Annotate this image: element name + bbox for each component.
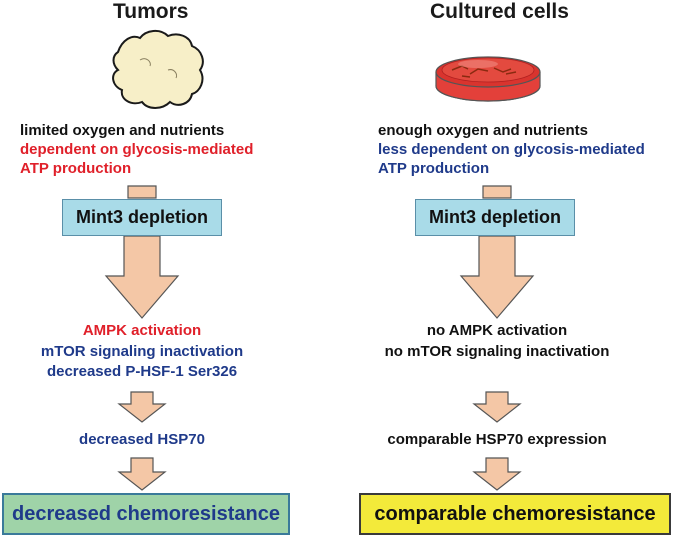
left-effect-line1: AMPK activation	[82, 322, 202, 339]
left-result-box: decreased chemoresistance	[2, 493, 290, 535]
right-condition-line1: enough oxygen and nutrients	[378, 122, 589, 139]
right-title: Cultured cells	[430, 0, 569, 23]
arrow-right-3	[472, 391, 522, 423]
left-mint3-depletion-box: Mint3 depletion	[62, 199, 222, 236]
right-hsp70: comparable HSP70 expression	[387, 431, 607, 448]
left-hsp70: decreased HSP70	[79, 431, 205, 448]
arrow-left-1	[127, 185, 157, 199]
left-title: Tumors	[113, 0, 189, 23]
left-condition-line2: dependent on glycosis-mediated	[20, 141, 254, 158]
left-effect-line2: mTOR signaling inactivation	[40, 343, 244, 360]
right-result-box: comparable chemoresistance	[359, 493, 671, 535]
arrow-right-4	[472, 457, 522, 491]
arrow-left-3	[117, 391, 167, 423]
right-arrows	[459, 185, 535, 491]
tumor-icon	[112, 30, 204, 109]
left-effect-line3: decreased P-HSF-1 Ser326	[46, 363, 238, 380]
right-effect-line1: no AMPK activation	[426, 322, 568, 339]
left-arrows	[104, 185, 180, 491]
left-condition-line3: ATP production	[20, 160, 132, 177]
arrow-right-2	[459, 235, 535, 319]
right-mint3-depletion-box: Mint3 depletion	[415, 199, 575, 236]
right-condition-line2: less dependent on glycosis-mediated	[378, 141, 645, 158]
left-condition-line1: limited oxygen and nutrients	[20, 122, 225, 139]
petri-dish-icon	[435, 56, 541, 102]
arrow-left-2	[104, 235, 180, 319]
right-condition-line3: ATP production	[378, 160, 490, 177]
arrow-right-1	[482, 185, 512, 199]
right-effect-line2: no mTOR signaling inactivation	[384, 343, 610, 360]
arrow-left-4	[117, 457, 167, 491]
